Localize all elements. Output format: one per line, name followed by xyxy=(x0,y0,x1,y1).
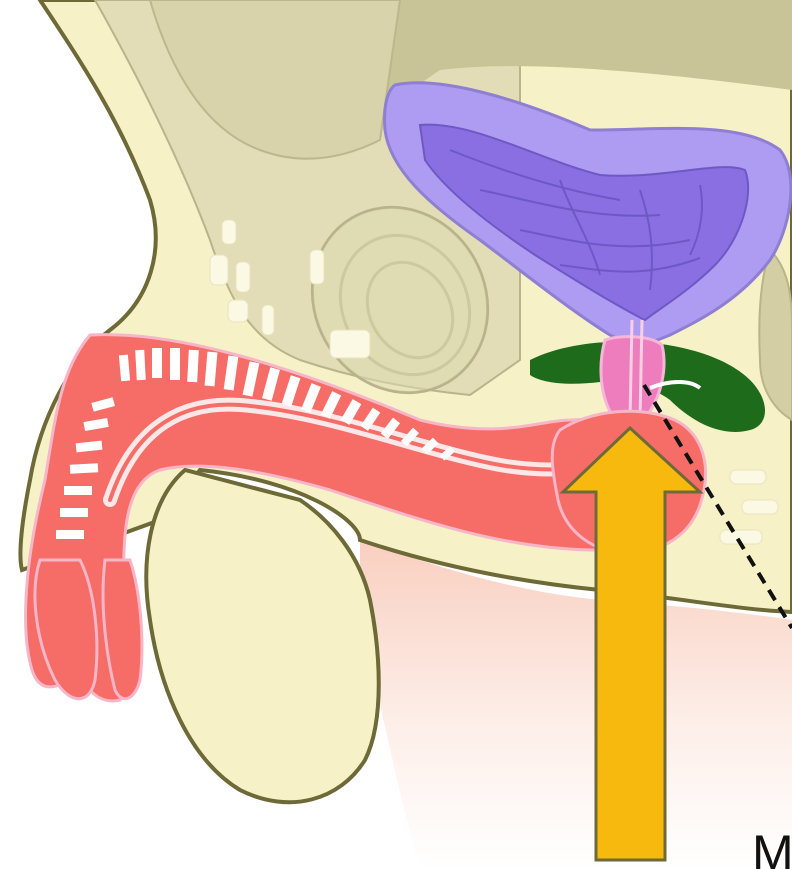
cut-off-label: M xyxy=(752,828,792,869)
urethra-line-2 xyxy=(640,320,642,420)
urethra-line xyxy=(630,320,632,420)
